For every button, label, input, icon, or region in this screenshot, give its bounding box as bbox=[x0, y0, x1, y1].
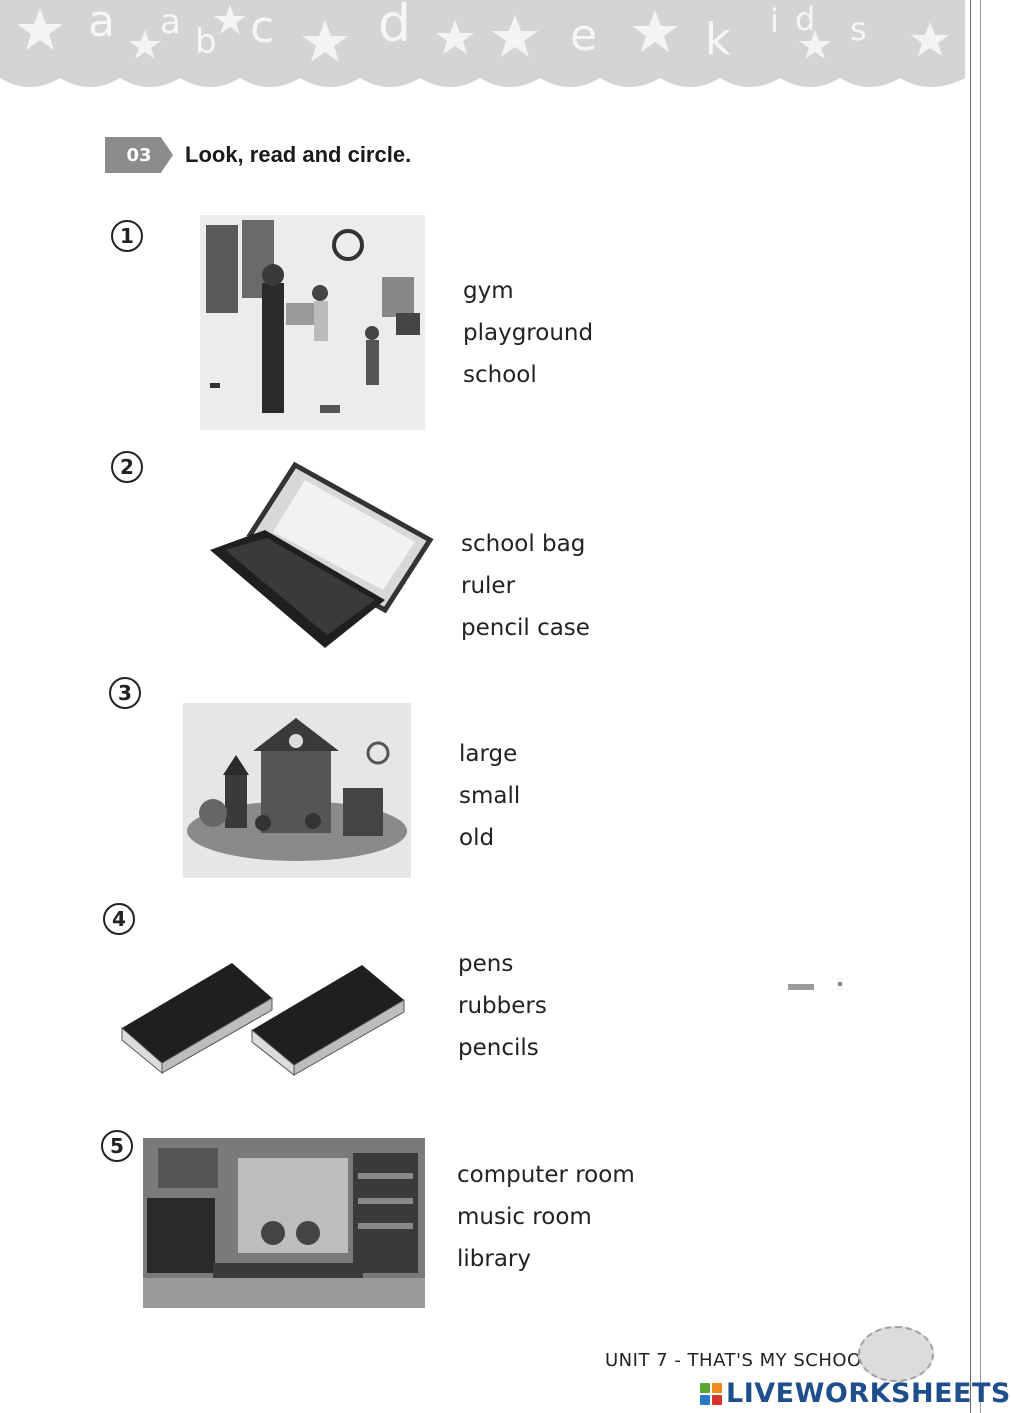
option[interactable]: large bbox=[459, 741, 518, 767]
stray-mark bbox=[788, 982, 842, 990]
banner-letter: b bbox=[195, 22, 217, 62]
unit-title: UNIT 7 - THAT'S MY SCHOOL bbox=[605, 1350, 873, 1371]
banner-letter: e bbox=[570, 10, 598, 61]
music-room-icon bbox=[143, 1138, 425, 1308]
exercise-number-badge: 03 bbox=[105, 137, 173, 173]
option[interactable]: pens bbox=[458, 951, 514, 977]
logo-mark-icon bbox=[700, 1382, 722, 1405]
right-margin-line bbox=[980, 0, 981, 1413]
star-icon bbox=[214, 5, 246, 34]
option[interactable]: pencils bbox=[458, 1035, 539, 1061]
seal-icon bbox=[858, 1326, 934, 1382]
banner-letter: k bbox=[705, 14, 731, 65]
star-icon bbox=[632, 10, 678, 52]
star-icon bbox=[436, 20, 474, 54]
right-margin-line bbox=[970, 0, 971, 1413]
exercise-instruction: Look, read and circle. bbox=[185, 142, 412, 167]
banner-letter: a bbox=[160, 2, 181, 42]
option-list: school bag ruler pencil case bbox=[461, 523, 590, 649]
banner-letter: d bbox=[795, 0, 816, 38]
option[interactable]: pencil case bbox=[461, 615, 590, 641]
exercise-heading: 03 Look, read and circle. bbox=[105, 137, 411, 173]
banner-stars bbox=[17, 5, 949, 62]
question-number: 3 bbox=[109, 677, 141, 709]
option[interactable]: music room bbox=[457, 1204, 592, 1230]
banner-letter: i bbox=[770, 2, 779, 40]
option-list: computer room music room library bbox=[457, 1154, 635, 1280]
star-icon bbox=[129, 30, 161, 59]
option[interactable]: school bag bbox=[461, 531, 586, 557]
question-number: 4 bbox=[103, 903, 135, 935]
option-list: large small old bbox=[459, 733, 520, 859]
banner-letter: d bbox=[378, 0, 412, 54]
option-list: pens rubbers pencils bbox=[458, 943, 547, 1069]
brand-logo[interactable]: LIVEWORKSHEETS bbox=[700, 1378, 1011, 1409]
option[interactable]: old bbox=[459, 825, 495, 851]
banner-letters: a a b c d e k i d s bbox=[0, 0, 965, 70]
question-number: 2 bbox=[111, 451, 143, 483]
banner-scallop bbox=[0, 78, 965, 100]
star-icon bbox=[911, 22, 949, 56]
option-list: gym playground school bbox=[463, 270, 593, 396]
option[interactable]: small bbox=[459, 783, 521, 809]
pencil-case-icon bbox=[205, 460, 437, 652]
gym-scene-icon bbox=[200, 215, 425, 430]
option[interactable]: gym bbox=[463, 278, 514, 304]
banner-letter: a bbox=[88, 0, 115, 47]
star-icon bbox=[799, 30, 831, 59]
erasers-icon bbox=[112, 958, 410, 1077]
option[interactable]: school bbox=[463, 362, 537, 388]
question-number: 1 bbox=[111, 220, 143, 252]
brand-name: LIVEWORKSHEETS bbox=[726, 1378, 1011, 1409]
star-icon bbox=[17, 8, 63, 50]
option[interactable]: library bbox=[457, 1246, 531, 1272]
banner-letter: c bbox=[250, 2, 275, 53]
option[interactable]: ruler bbox=[461, 573, 516, 599]
banner-letter: s bbox=[850, 10, 867, 48]
school-building-icon bbox=[183, 703, 411, 878]
question-number: 5 bbox=[101, 1130, 133, 1162]
option[interactable]: computer room bbox=[457, 1162, 635, 1188]
option[interactable]: rubbers bbox=[458, 993, 547, 1019]
header-banner: a a b c d e k i d s bbox=[0, 0, 965, 100]
star-icon bbox=[302, 20, 348, 62]
option[interactable]: playground bbox=[463, 320, 594, 346]
star-icon bbox=[492, 15, 538, 57]
